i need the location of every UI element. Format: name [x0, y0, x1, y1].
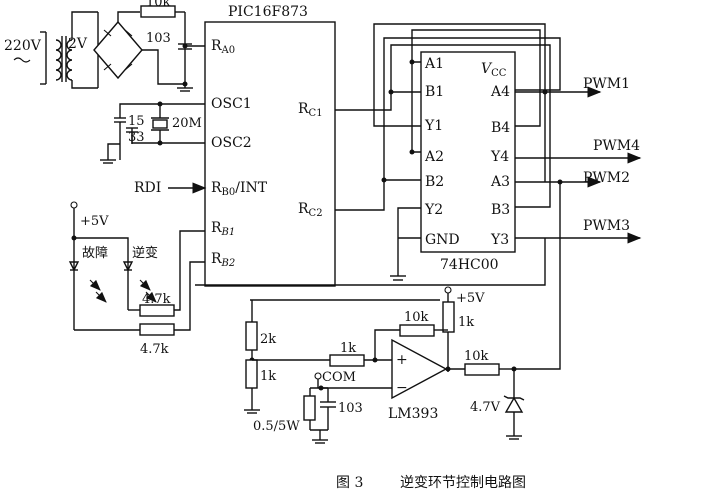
r-led2 [139, 323, 175, 336]
mcu-to-gate-wires [335, 23, 561, 281]
gate-name: 74HC00 [440, 257, 499, 273]
mcu-pin-rb0: RB0/INT [211, 180, 268, 198]
com-label: COM [322, 370, 356, 385]
power-supply: 220V 2V [4, 11, 185, 89]
r-in [329, 354, 365, 367]
mcu-pin-osc1: OSC1 [211, 96, 252, 112]
r-led1-label: 4.7k [142, 292, 171, 307]
comparator-section: +5V 1k 2k 1k 1k 10k + − LM393 10k [244, 182, 561, 440]
c-filter-label: 103 [146, 31, 171, 46]
gate-pin-y1: Y1 [424, 118, 443, 134]
mains-label: 220V [4, 38, 42, 54]
secondary-label: 2V [68, 36, 88, 52]
c-osc1-label: 15 [128, 114, 145, 129]
mcu-name: PIC16F873 [228, 4, 308, 20]
gate-pin-y2: Y2 [424, 202, 443, 218]
pwm4-label: PWM4 [593, 138, 640, 154]
comparator-label: LM393 [388, 406, 438, 422]
r-out-label: 10k [464, 349, 489, 364]
caption-number: 图 3 [336, 475, 363, 491]
r-div-top [245, 321, 258, 351]
mcu-pin-osc2: OSC2 [211, 135, 252, 151]
crystal-label: 20M [172, 116, 202, 131]
c-com-label: 103 [338, 401, 363, 416]
ac-symbol [13, 57, 31, 63]
r-div-bottom-label: 1k [260, 369, 276, 384]
gate-pin-a1: A1 [424, 56, 444, 72]
r-div-top-label: 2k [260, 332, 276, 347]
com-input: COM 0.5/5W 103 [253, 370, 392, 444]
gate-pin-b3: B3 [491, 202, 510, 218]
r-out [464, 363, 500, 376]
r-pullup [442, 301, 455, 333]
gate-pin-a4: A4 [490, 84, 510, 100]
c-osc2-label: 33 [128, 130, 145, 145]
gate-pin-y4: Y4 [490, 149, 509, 165]
r-top-label: 10k [146, 0, 171, 10]
gate-pin-b1: B1 [425, 84, 444, 100]
gate-pin-gnd: GND [425, 232, 460, 248]
r-shunt [303, 395, 316, 421]
r-led2-label: 4.7k [140, 342, 169, 357]
gate-pin-a2: A2 [424, 149, 444, 165]
gate-chip: A1 B1 Y1 A2 B2 Y2 GND VCC A4 B4 Y4 A3 B3… [420, 51, 516, 273]
rdi-input: RDI [134, 180, 207, 196]
rdi-label: RDI [134, 180, 161, 196]
cmp-minus: − [396, 380, 408, 396]
gate-pin-y3: Y3 [490, 232, 509, 248]
figure-caption: 图 3 逆变环节控制电路图 [336, 475, 526, 491]
pwm1-label: PWM1 [583, 76, 630, 92]
crystal-oscillator: 20M 15 33 [100, 101, 205, 164]
gate-pin-b4: B4 [491, 120, 510, 136]
gate-pin-b2: B2 [425, 174, 444, 190]
gate-pin-vcc: VCC [481, 61, 507, 79]
pwm2-label: PWM2 [583, 170, 630, 186]
led-inverter-label: 逆变 [132, 245, 158, 261]
led-indicators: +5V 故障 逆变 4.7k 4.7k [68, 201, 205, 357]
mcu-chip: PIC16F873 RA0 OSC1 OSC2 RB0/INT RB1 RB2 … [204, 4, 336, 287]
r-in-label: 1k [340, 341, 356, 356]
r-feedback-label: 10k [404, 310, 429, 325]
pwm-outputs: PWM1 PWM4 PWM2 PWM3 [195, 76, 642, 286]
led-rail-label: +5V [80, 214, 109, 229]
pwm3-label: PWM3 [583, 218, 630, 234]
led-fault-label: 故障 [82, 246, 108, 261]
r-div-bottom [245, 359, 258, 389]
r-feedback [399, 324, 435, 337]
cmp-plus: + [396, 352, 408, 368]
gate-pin-a3: A3 [490, 174, 510, 190]
r-shunt-label: 0.5/5W [253, 419, 300, 434]
caption-text: 逆变环节控制电路图 [400, 475, 526, 491]
zener-label: 4.7V [470, 400, 501, 415]
ra0-input-network: 10k 103 [140, 0, 205, 92]
cmp-rail-label: +5V [456, 291, 485, 306]
r-pullup-label: 1k [458, 315, 474, 330]
